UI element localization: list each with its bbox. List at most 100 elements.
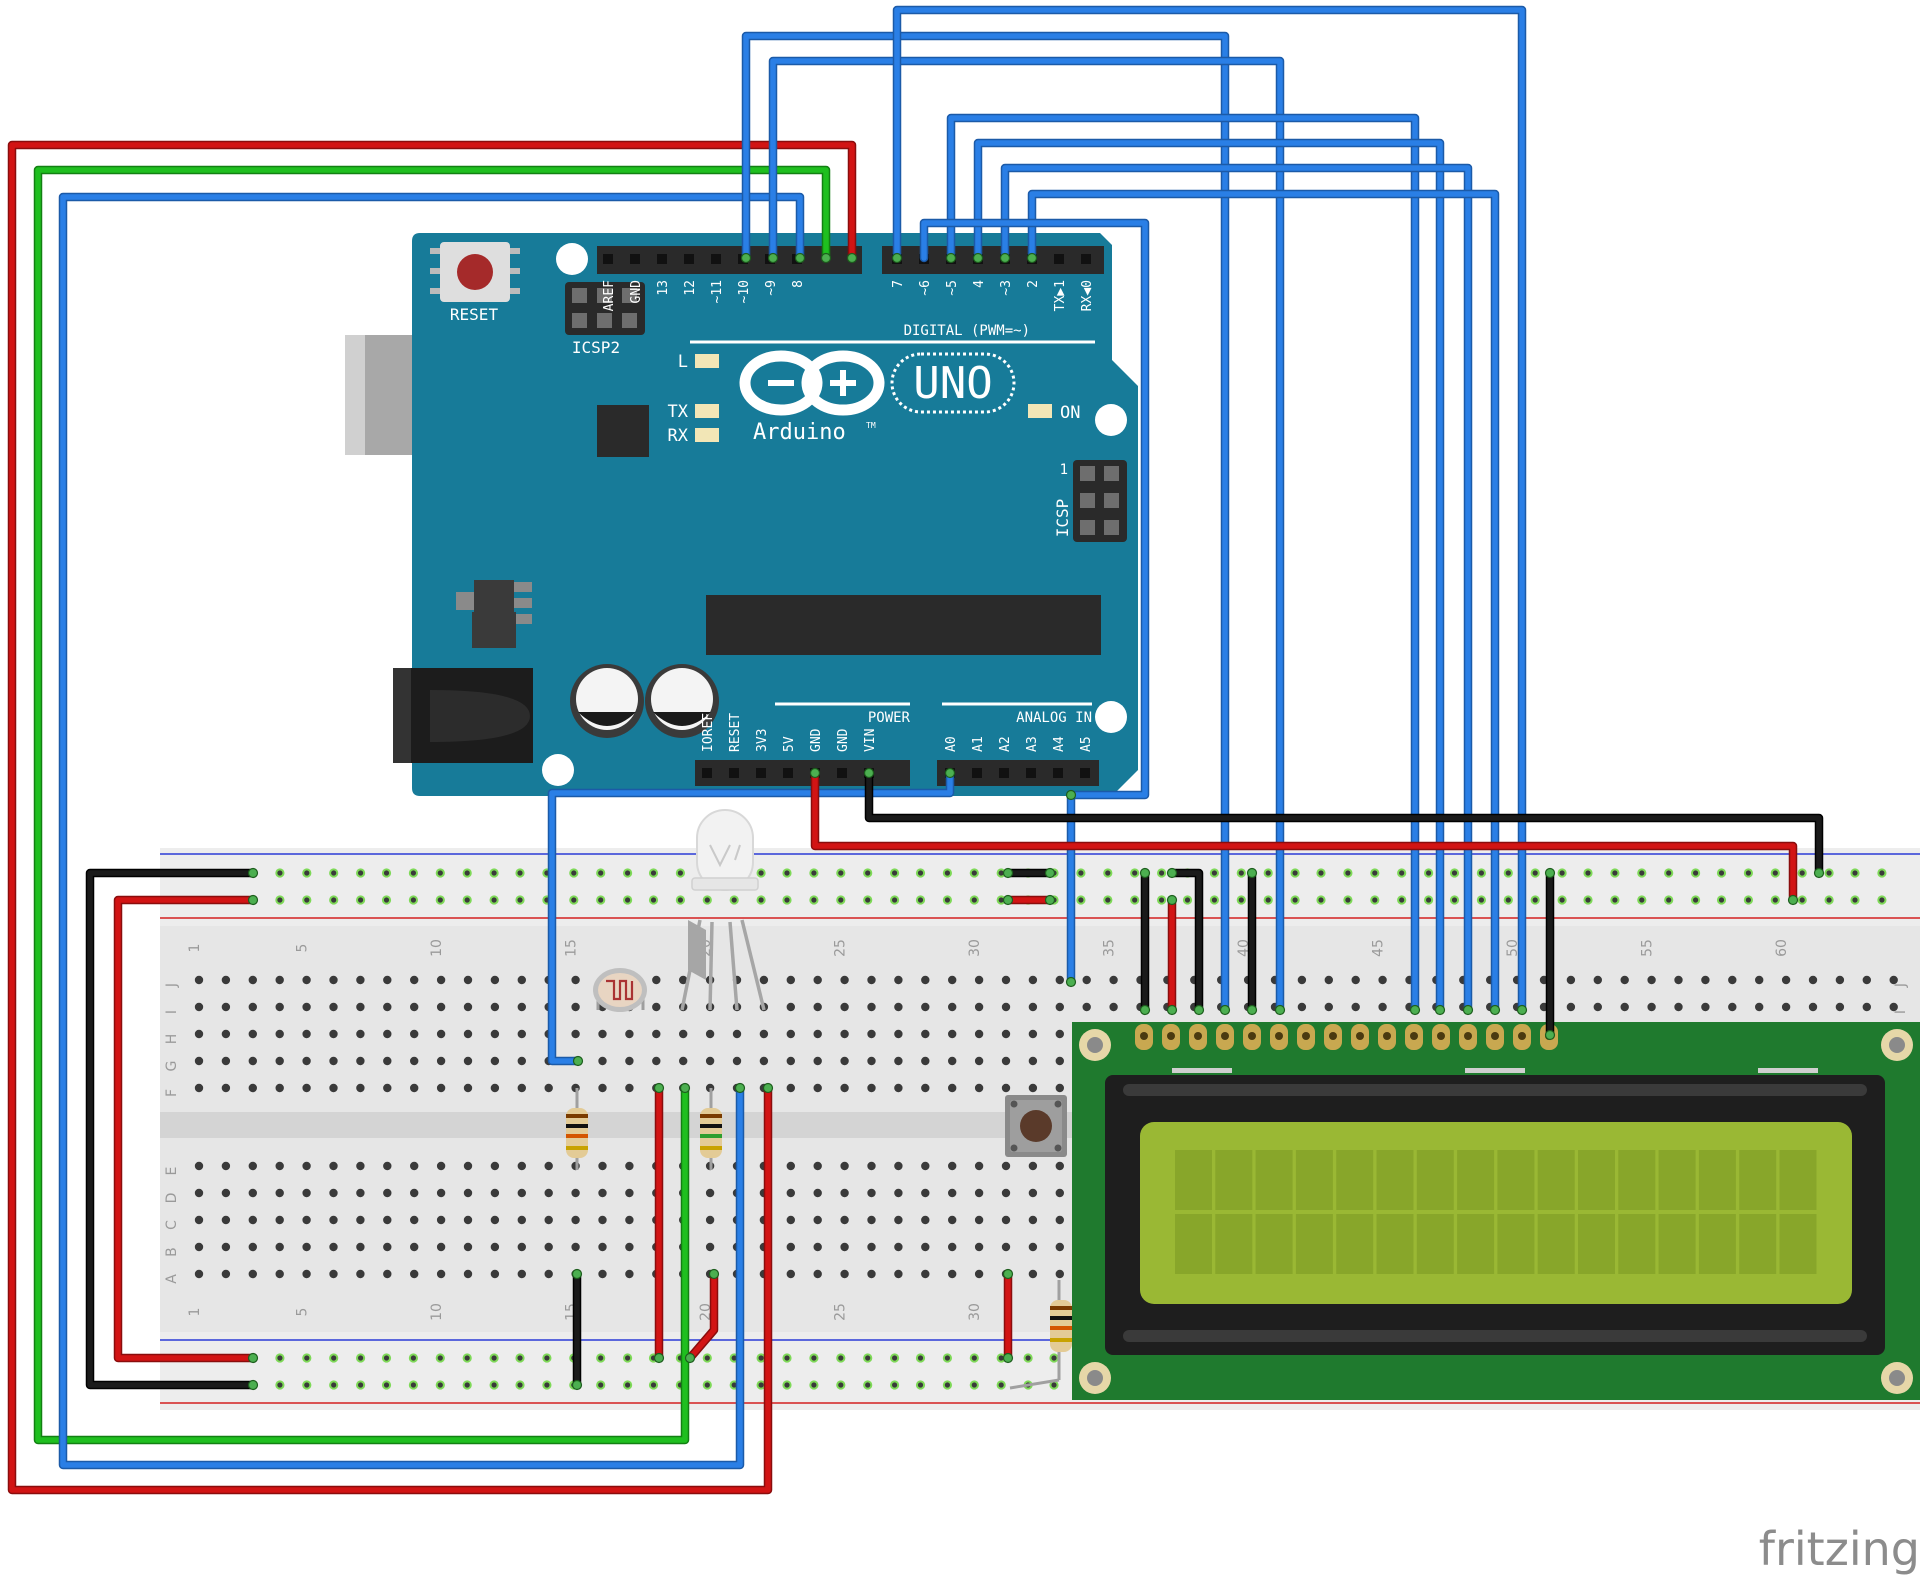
breadboard-hole[interactable] [921,1002,930,1012]
breadboard-hole[interactable] [302,1242,311,1252]
breadboard-hole[interactable] [786,1161,795,1171]
header-pin[interactable] [1081,254,1091,264]
breadboard-hole[interactable] [302,1083,311,1093]
breadboard-hole[interactable] [463,975,473,985]
breadboard-hole[interactable] [436,1002,446,1012]
breadboard-hole[interactable] [275,1056,284,1066]
breadboard-hole[interactable] [248,1188,257,1198]
breadboard-hole[interactable] [921,975,930,985]
breadboard-hole[interactable] [652,1056,661,1066]
wire[interactable] [687,1271,717,1361]
breadboard-hole[interactable] [786,1083,795,1093]
breadboard-hole[interactable] [329,1188,338,1198]
breadboard-hole[interactable] [194,1188,204,1198]
breadboard-hole[interactable] [1055,1029,1065,1039]
breadboard-hole[interactable] [625,1029,634,1039]
breadboard-hole[interactable] [867,1083,876,1093]
breadboard-hole[interactable] [544,1215,553,1225]
breadboard-hole[interactable] [436,1269,446,1279]
breadboard-hole[interactable] [356,1188,365,1198]
breadboard-hole[interactable] [383,1242,392,1252]
breadboard-hole[interactable] [598,1269,607,1279]
breadboard-hole[interactable] [974,1188,984,1198]
breadboard-hole[interactable] [517,1242,526,1252]
breadboard-hole[interactable] [1055,1056,1065,1066]
breadboard-hole[interactable] [921,1215,930,1225]
breadboard-hole[interactable] [1647,1002,1656,1012]
breadboard-hole[interactable] [410,1161,419,1171]
breadboard-hole[interactable] [813,1269,822,1279]
breadboard-hole[interactable] [463,1215,473,1225]
breadboard-hole[interactable] [786,1269,795,1279]
breadboard-hole[interactable] [598,1242,607,1252]
breadboard-hole[interactable] [894,975,903,985]
breadboard-hole[interactable] [410,1242,419,1252]
breadboard-hole[interactable] [948,975,957,985]
breadboard-hole[interactable] [302,975,311,985]
breadboard-hole[interactable] [517,1161,526,1171]
breadboard-hole[interactable] [463,1002,473,1012]
breadboard-hole[interactable] [463,1161,473,1171]
breadboard-hole[interactable] [356,1269,365,1279]
breadboard-hole[interactable] [302,1029,311,1039]
breadboard-hole[interactable] [1028,975,1038,985]
breadboard-hole[interactable] [221,1215,231,1225]
breadboard-hole[interactable] [517,975,526,985]
breadboard-hole[interactable] [786,1029,795,1039]
breadboard-hole[interactable] [598,1083,607,1093]
breadboard-hole[interactable] [625,1083,634,1093]
breadboard-hole[interactable] [571,1002,580,1012]
breadboard-hole[interactable] [517,1188,526,1198]
breadboard-hole[interactable] [705,1242,715,1252]
breadboard-hole[interactable] [275,1215,284,1225]
breadboard-hole[interactable] [221,975,231,985]
breadboard-hole[interactable] [1055,1083,1065,1093]
breadboard-hole[interactable] [974,1242,984,1252]
breadboard-hole[interactable] [194,1002,204,1012]
breadboard-hole[interactable] [1781,1002,1791,1012]
push-button[interactable] [1005,1095,1067,1157]
breadboard-hole[interactable] [571,1215,580,1225]
breadboard-hole[interactable] [275,1269,284,1279]
breadboard-hole[interactable] [410,1083,419,1093]
breadboard-hole[interactable] [894,1056,903,1066]
wire[interactable] [35,167,829,1443]
breadboard-hole[interactable] [1109,1002,1118,1012]
breadboard-hole[interactable] [463,1242,473,1252]
breadboard-hole[interactable] [383,1029,392,1039]
breadboard-hole[interactable] [1889,1002,1898,1012]
breadboard-hole[interactable] [1324,1002,1334,1012]
breadboard-hole[interactable] [544,1161,553,1171]
breadboard-hole[interactable] [517,1002,526,1012]
breadboard-hole[interactable] [867,1056,876,1066]
breadboard-hole[interactable] [948,1269,957,1279]
breadboard-hole[interactable] [840,1242,849,1252]
breadboard-hole[interactable] [1109,975,1118,985]
breadboard-hole[interactable] [813,1242,822,1252]
header-pin[interactable] [1080,768,1090,778]
breadboard-hole[interactable] [894,1002,903,1012]
breadboard-hole[interactable] [571,975,580,985]
breadboard-hole[interactable] [221,1056,231,1066]
breadboard-hole[interactable] [248,1161,257,1171]
breadboard-hole[interactable] [221,1269,231,1279]
breadboard-hole[interactable] [383,975,392,985]
breadboard-hole[interactable] [1028,1029,1038,1039]
breadboard-hole[interactable] [544,1269,553,1279]
breadboard-hole[interactable] [221,1242,231,1252]
breadboard-hole[interactable] [410,1029,419,1039]
breadboard-hole[interactable] [1001,1083,1011,1093]
breadboard-hole[interactable] [248,1029,257,1039]
breadboard-hole[interactable] [436,1215,446,1225]
breadboard-hole[interactable] [356,975,365,985]
breadboard-hole[interactable] [652,1002,661,1012]
wire[interactable] [921,220,1148,798]
breadboard-hole[interactable] [248,1083,257,1093]
breadboard-hole[interactable] [867,1161,876,1171]
breadboard-hole[interactable] [1082,1002,1091,1012]
breadboard-hole[interactable] [867,975,876,985]
breadboard-hole[interactable] [329,1161,338,1171]
breadboard-hole[interactable] [571,1242,580,1252]
breadboard-hole[interactable] [490,1056,500,1066]
breadboard-hole[interactable] [894,1215,903,1225]
